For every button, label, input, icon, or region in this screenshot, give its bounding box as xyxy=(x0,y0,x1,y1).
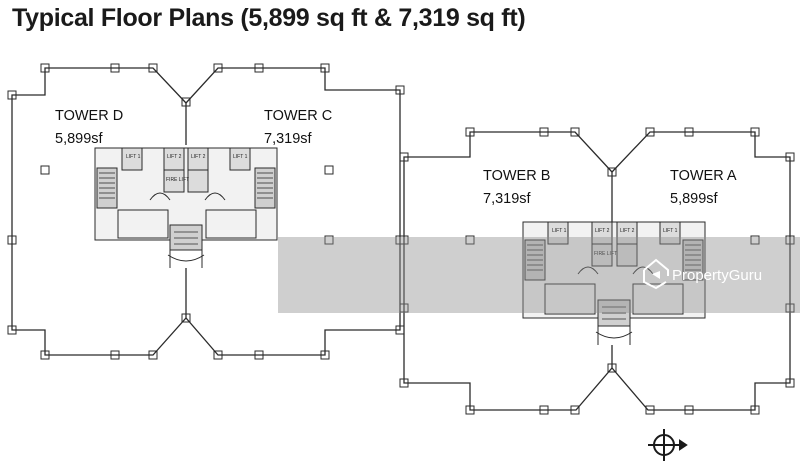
core-label: LIFT 2 xyxy=(620,228,635,234)
building-right xyxy=(399,127,795,415)
tower-d-name: TOWER D xyxy=(55,108,123,124)
tower-a-area: 5,899sf xyxy=(670,191,719,207)
core-right-labels: LIFT 1 LIFT 2 LIFT 2 LIFT 1 FIRE LIFT xyxy=(552,228,678,257)
tower-b-name: TOWER B xyxy=(483,168,550,184)
tower-c-area: 7,319sf xyxy=(264,131,313,147)
building-left xyxy=(7,63,405,360)
core-label: LIFT 2 xyxy=(167,154,182,160)
building-right-outline xyxy=(403,131,791,411)
core-label: FIRE LIFT xyxy=(166,177,189,183)
tower-labels: TOWER D 5,899sf TOWER C 7,319sf TOWER B … xyxy=(55,108,737,207)
watermark-band xyxy=(278,237,800,313)
core-label: LIFT 2 xyxy=(191,154,206,160)
tower-b-area: 7,319sf xyxy=(483,191,532,207)
core-label: LIFT 1 xyxy=(233,154,248,160)
tower-a-name: TOWER A xyxy=(670,168,737,184)
core-label: LIFT 1 xyxy=(552,228,567,234)
watermark-text: PropertyGuru xyxy=(672,267,762,284)
core-label: FIRE LIFT xyxy=(594,251,617,257)
core-left xyxy=(94,147,278,268)
core-right xyxy=(522,221,706,345)
page-title: Typical Floor Plans (5,899 sq ft & 7,319… xyxy=(12,4,526,32)
core-label: LIFT 1 xyxy=(663,228,678,234)
building-left-outline xyxy=(11,67,401,356)
compass-icon xyxy=(648,429,688,461)
watermark: PropertyGuru xyxy=(278,237,800,313)
tower-d-area: 5,899sf xyxy=(55,131,104,147)
propertyguru-logo-icon xyxy=(643,258,669,290)
core-label: LIFT 1 xyxy=(126,154,141,160)
core-left-labels: LIFT 1 LIFT 2 LIFT 2 LIFT 1 FIRE LIFT xyxy=(126,154,248,183)
tower-c-name: TOWER C xyxy=(264,108,332,124)
core-label: LIFT 2 xyxy=(595,228,610,234)
